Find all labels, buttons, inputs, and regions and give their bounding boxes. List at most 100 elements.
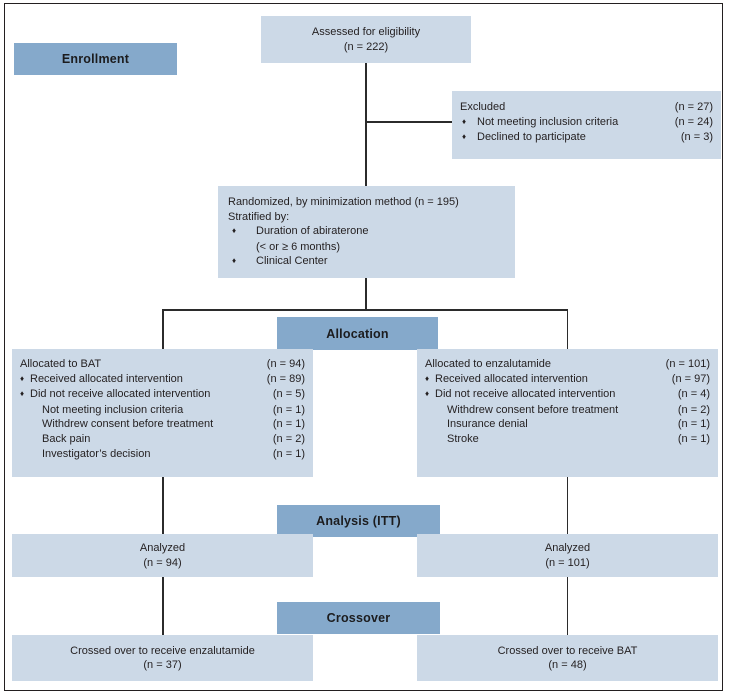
row-count: (n = 94): [266, 358, 305, 370]
allocation-row: ♦ Did not receive allocated intervention…: [20, 387, 305, 403]
row-count: (n = 1): [677, 432, 710, 445]
row-text: Not meeting inclusion criteria: [477, 115, 619, 128]
allocation-row: Allocated to BAT (n = 94): [20, 357, 305, 372]
crossover-to-bat-box: Crossed over to receive BAT (n = 48): [417, 635, 718, 681]
excluded-row: Excluded (n = 27): [460, 100, 713, 115]
row-text: Withdrew consent before treatment: [447, 403, 619, 416]
allocation-row: Back pain (n = 2): [20, 432, 305, 447]
row-text: Withdrew consent before treatment: [42, 418, 214, 431]
assessed-for-eligibility-box: Assessed for eligibility (n = 222): [261, 16, 471, 63]
row-text: Randomized, by minimization method (n = …: [228, 196, 459, 208]
row-text: Stratified by:: [228, 210, 290, 223]
crossover-text: Crossed over to receive enzalutamide: [70, 644, 255, 657]
figure-border: [4, 3, 723, 691]
row-text: Insurance denial: [447, 418, 528, 431]
connector-split-to-alloc-right: [566, 309, 568, 349]
diamond-bullet-icon: ♦: [425, 389, 430, 399]
diamond-bullet-icon: ♦: [20, 389, 25, 399]
allocation-row: Stroke (n = 1): [425, 432, 710, 447]
row-text: Allocated to enzalutamide: [425, 358, 551, 370]
row-count: (n = 1): [272, 447, 305, 460]
row-count: (n = 2): [677, 403, 710, 416]
connector-alloc-to-analyzed-left: [162, 477, 164, 534]
allocation-row: ♦ Received allocated intervention (n = 8…: [20, 372, 305, 388]
allocation-row: Withdrew consent before treatment (n = 2…: [425, 403, 710, 418]
excluded-row: ♦ Declined to participate (n = 3): [460, 130, 713, 146]
diamond-bullet-icon: ♦: [462, 116, 467, 126]
allocation-row: Not meeting inclusion criteria (n = 1): [20, 403, 305, 418]
row-count: (n = 5): [272, 388, 305, 401]
row-text: Allocated to BAT: [20, 358, 102, 370]
row-count: (n = 1): [272, 418, 305, 431]
connector-randomized-to-split: [365, 278, 367, 309]
allocation-row: ♦ Did not receive allocated intervention…: [425, 387, 710, 403]
row-text: Did not receive allocated intervention: [435, 388, 616, 401]
randomized-row: ♦ Duration of abiraterone: [228, 224, 505, 240]
row-count: (n = 1): [677, 418, 710, 431]
row-text: Duration of abiraterone: [256, 225, 369, 238]
row-text: Back pain: [42, 432, 91, 445]
row-text: Stroke: [447, 432, 479, 445]
crossover-stage-label: Crossover: [277, 602, 440, 634]
row-count: (n = 2): [272, 432, 305, 445]
allocation-row: ♦ Received allocated intervention (n = 9…: [425, 372, 710, 388]
row-count: (n = 101): [665, 358, 710, 370]
connector-split-horizontal: [162, 309, 568, 311]
row-text: Received allocated intervention: [435, 372, 588, 385]
connector-alloc-to-analyzed-right: [566, 477, 568, 534]
randomized-row: (< or ≥ 6 months): [228, 240, 505, 255]
connector-analyzed-to-crossover-left: [162, 577, 164, 635]
row-count: (n = 24): [674, 115, 713, 128]
diamond-bullet-icon: ♦: [232, 226, 237, 236]
diamond-bullet-icon: ♦: [20, 373, 25, 383]
row-text: Received allocated intervention: [30, 372, 183, 385]
row-text: (< or ≥ 6 months): [256, 240, 340, 253]
connector-to-excluded: [365, 121, 452, 123]
assessed-count: (n = 222): [343, 40, 389, 53]
row-count: (n = 1): [272, 403, 305, 416]
row-text: Investigator’s decision: [42, 447, 151, 460]
allocated-enzalutamide-box: Allocated to enzalutamide (n = 101) ♦ Re…: [417, 349, 718, 477]
diamond-bullet-icon: ♦: [232, 256, 237, 266]
allocation-row: Allocated to enzalutamide (n = 101): [425, 357, 710, 372]
analyzed-text: Analyzed: [139, 542, 186, 554]
analysis-stage-label: Analysis (ITT): [277, 505, 440, 537]
diamond-bullet-icon: ♦: [462, 132, 467, 142]
row-count: (n = 89): [266, 372, 305, 385]
randomized-row: Stratified by:: [228, 210, 505, 225]
row-text: Declined to participate: [477, 131, 586, 144]
crossover-text: Crossed over to receive BAT: [497, 644, 638, 657]
row-count: (n = 3): [680, 131, 713, 144]
crossover-count: (n = 48): [548, 659, 587, 671]
allocation-stage-label: Allocation: [277, 317, 438, 350]
assessed-text: Assessed for eligibility: [311, 26, 421, 38]
row-text: Not meeting inclusion criteria: [42, 403, 184, 416]
allocation-row: Insurance denial (n = 1): [425, 417, 710, 432]
row-text: Did not receive allocated intervention: [30, 388, 211, 401]
randomized-row: Randomized, by minimization method (n = …: [228, 195, 505, 210]
randomized-box: Randomized, by minimization method (n = …: [218, 186, 515, 278]
enrollment-stage-label: Enrollment: [14, 43, 177, 75]
row-count: (n = 4): [677, 388, 710, 401]
allocated-bat-box: Allocated to BAT (n = 94) ♦ Received all…: [12, 349, 313, 477]
analyzed-enzalutamide-box: Analyzed (n = 101): [417, 534, 718, 577]
crossover-to-enzalutamide-box: Crossed over to receive enzalutamide (n …: [12, 635, 313, 681]
analyzed-text: Analyzed: [544, 542, 591, 554]
connector-split-to-alloc-left: [162, 309, 164, 349]
analyzed-count: (n = 94): [143, 556, 182, 569]
crossover-count: (n = 37): [143, 659, 182, 671]
randomized-row: ♦ Clinical Center: [228, 254, 505, 270]
allocation-row: Investigator’s decision (n = 1): [20, 447, 305, 462]
diamond-bullet-icon: ♦: [425, 373, 430, 383]
excluded-box: Excluded (n = 27) ♦ Not meeting inclusio…: [452, 91, 721, 159]
row-count: (n = 27): [674, 101, 713, 113]
row-text: Excluded: [460, 101, 506, 113]
analyzed-bat-box: Analyzed (n = 94): [12, 534, 313, 577]
analyzed-count: (n = 101): [545, 556, 590, 569]
allocation-row: Withdrew consent before treatment (n = 1…: [20, 417, 305, 432]
connector-assessed-to-randomized: [365, 63, 367, 187]
row-count: (n = 97): [671, 372, 710, 385]
row-text: Clinical Center: [256, 255, 328, 268]
connector-analyzed-to-crossover-right: [566, 577, 568, 635]
